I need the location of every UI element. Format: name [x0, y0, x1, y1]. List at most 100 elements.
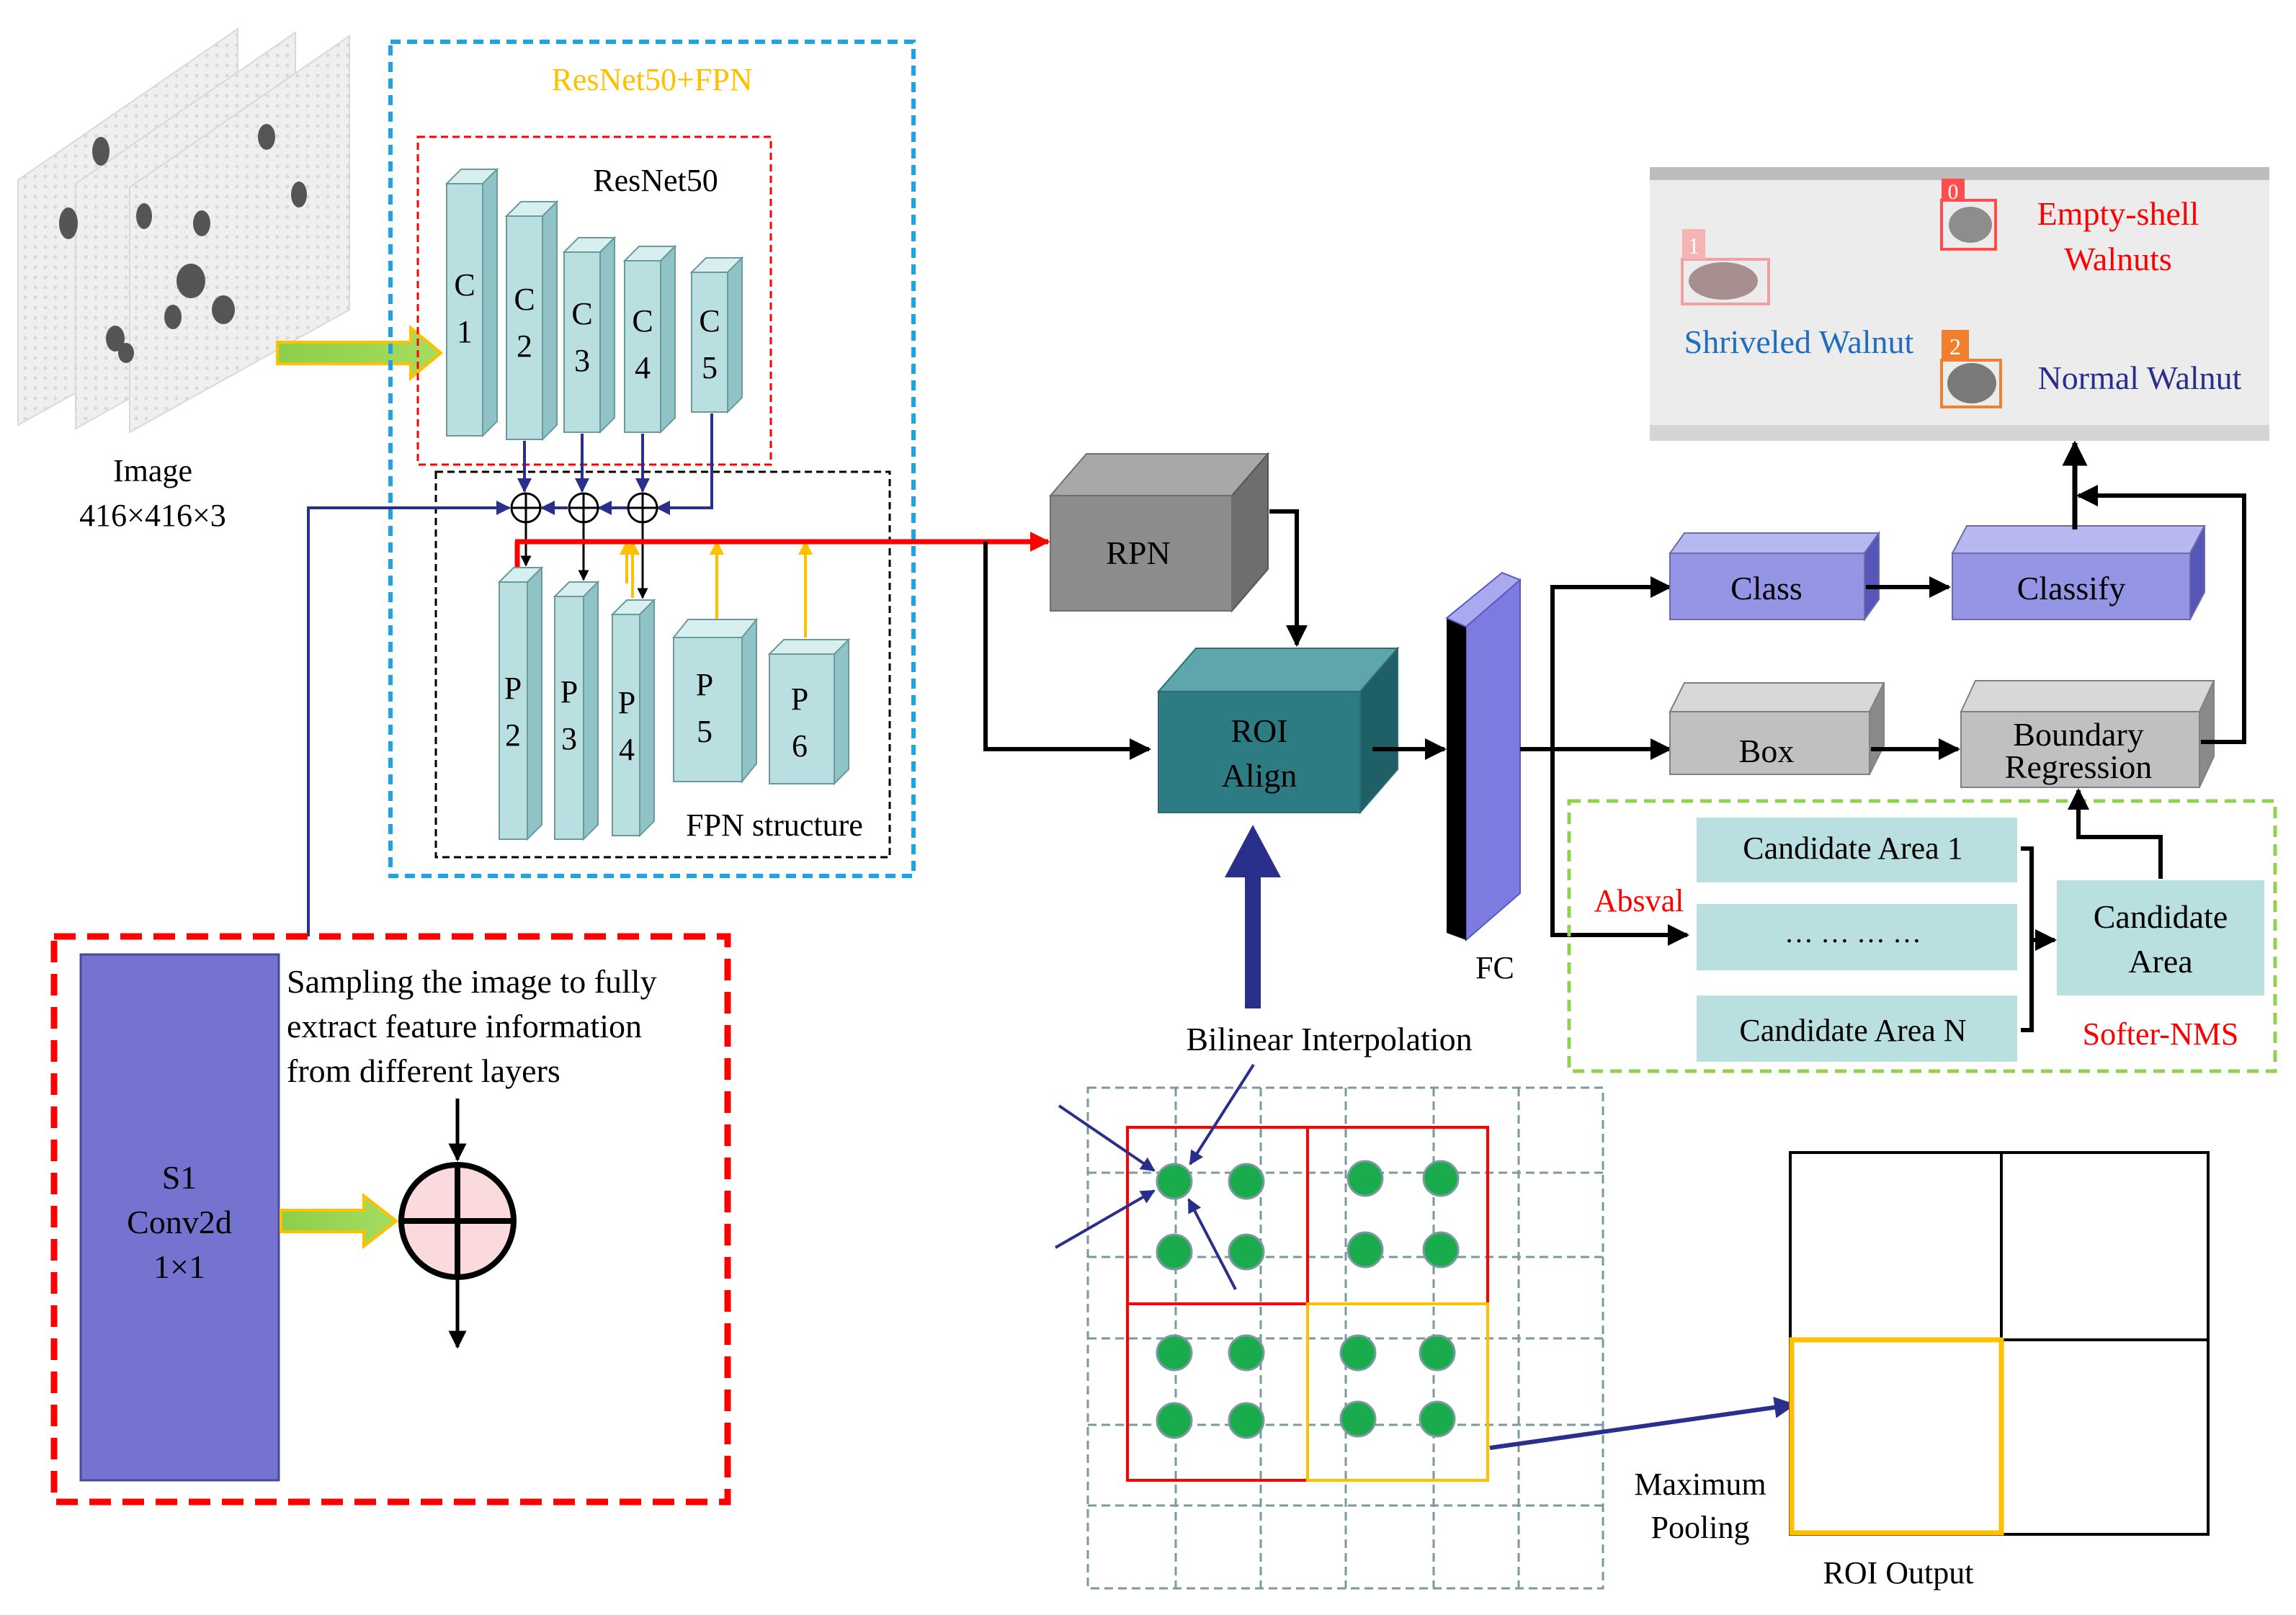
tag-normal: 2 — [1949, 334, 1961, 359]
merge-node-1 — [510, 492, 542, 524]
fc-block: FC — [1445, 571, 1522, 985]
c-to-merge-connectors — [307, 413, 713, 936]
conv2d-block: S1 Conv2d 1×1 — [79, 953, 280, 1482]
sampling-desc-line1: Sampling the image to fully — [287, 963, 657, 1000]
feature-to-roi-arrow — [983, 542, 1151, 760]
fpn-label: FPN structure — [686, 808, 863, 843]
c-layers: C 1 C 2 C 3 C 4 C 5 — [445, 167, 744, 442]
layer-p6: P 6 — [767, 638, 851, 786]
empty-shell-line2: Walnuts — [2064, 241, 2172, 277]
fc-output-arrows — [1520, 576, 1689, 946]
c3-index: 3 — [574, 343, 590, 378]
fc-label: FC — [1475, 950, 1514, 985]
pooling-line2: Pooling — [1651, 1510, 1750, 1545]
candidate-area-n: Candidate Area N — [1697, 996, 2017, 1062]
c4-index: 4 — [635, 350, 651, 385]
box-block: Box — [1669, 682, 1885, 775]
candidate-1-label: Candidate Area 1 — [1743, 831, 1962, 866]
fpn-frame — [434, 470, 891, 859]
normal-detection: 2 — [1940, 330, 2002, 408]
empty-shell-line1: Empty-shell — [2037, 195, 2199, 232]
layer-c2: C 2 — [504, 200, 559, 442]
c1-letter: C — [454, 267, 475, 303]
p-layers: P 2 P 3 P 4 P 5 P 6 — [497, 565, 851, 841]
conv-to-sum-arrow — [280, 1192, 399, 1250]
c5-letter: C — [699, 303, 720, 339]
merged-line1: Candidate — [2094, 898, 2228, 935]
c1-index: 1 — [457, 314, 473, 349]
layer-p3: P 3 — [553, 580, 600, 841]
roi-line2: Align — [1222, 757, 1297, 794]
input-caption-line1: Image — [113, 453, 192, 488]
merge-node-2 — [568, 492, 599, 524]
candidate-n-label: Candidate Area N — [1739, 1013, 1966, 1048]
candidate-area-1: Candidate Area 1 — [1697, 818, 2017, 882]
tag-shriveled: 1 — [1688, 233, 1699, 259]
resnet-fpn-title: ResNet50+FPN — [551, 62, 752, 97]
merge-node-3 — [627, 492, 658, 524]
nms-to-regression-arrow — [2068, 788, 2163, 879]
tag-empty: 0 — [1948, 180, 1959, 204]
candidate-area-dots: … … … … — [1697, 904, 2017, 970]
empty-shell-detection: 0 — [1940, 179, 1997, 251]
pooling-line1: Maximum — [1634, 1467, 1766, 1502]
classify-label: Classify — [2017, 570, 2126, 607]
sampling-desc-line3: from different layers — [287, 1052, 560, 1089]
layer-c4: C 4 — [622, 244, 677, 434]
sampling-desc-line2: extract feature information — [287, 1008, 642, 1044]
layer-p4: P 4 — [610, 598, 656, 838]
feature-to-rpn-line — [514, 532, 1050, 576]
resnet50-title: ResNet50 — [593, 163, 718, 198]
p-lateral-arrows — [620, 540, 813, 638]
conv-line1: S1 — [162, 1159, 197, 1196]
layer-p2: P 2 — [497, 565, 544, 841]
bilinear-grid — [1055, 1063, 1604, 1590]
regression-block: Boundary Regression — [1960, 680, 2215, 788]
bilinear-up-arrow — [1225, 825, 1281, 1008]
class-block: Class — [1669, 530, 1880, 622]
p6-index: 6 — [792, 728, 808, 764]
roi-output-grid — [1789, 1151, 2210, 1536]
candidate-merge-lines — [2021, 846, 2057, 1032]
roi-align-block: ROI Align — [1156, 646, 1400, 815]
p2-index: 2 — [505, 717, 521, 753]
absval-label: Absval — [1594, 883, 1684, 918]
layer-p5: P 5 — [671, 617, 759, 784]
sampling-frame — [50, 933, 731, 1506]
normal-label: Normal Walnut — [2038, 359, 2242, 396]
merged-candidate-area: Candidate Area — [2057, 880, 2264, 996]
input-caption-line2: 416×416×3 — [79, 498, 226, 533]
c2-letter: C — [514, 282, 535, 317]
p5-letter: P — [696, 667, 713, 702]
roi-line1: ROI — [1230, 712, 1287, 749]
conv-line2: Conv2d — [127, 1204, 232, 1240]
pooling-arrow — [1489, 1396, 1796, 1450]
regression-line2: Regression — [2005, 748, 2152, 785]
p4-letter: P — [618, 685, 635, 720]
regression-line1: Boundary — [2013, 716, 2143, 753]
merged-line2: Area — [2128, 943, 2192, 980]
layer-c3: C 3 — [562, 236, 617, 434]
conv-line3: 1×1 — [153, 1248, 205, 1285]
p6-letter: P — [791, 681, 808, 717]
shriveled-label: Shriveled Walnut — [1684, 323, 1914, 360]
sum-node — [398, 1099, 517, 1349]
nms-method-label: Softer-NMS — [2083, 1016, 2239, 1052]
regression-feedback-arrow — [2076, 485, 2246, 744]
result-image: 0 1 2 Empty-shell Walnuts Shriveled Waln… — [1650, 167, 2269, 441]
c5-index: 5 — [702, 350, 718, 385]
layer-c1: C 1 — [445, 167, 499, 438]
p3-letter: P — [560, 674, 578, 710]
bilinear-label: Bilinear Interpolation — [1186, 1021, 1472, 1057]
roi-output-label: ROI Output — [1823, 1555, 1974, 1591]
p4-index: 4 — [619, 732, 635, 767]
p2-letter: P — [504, 671, 522, 706]
shriveled-detection: 1 — [1681, 229, 1770, 305]
merge-nodes — [510, 492, 658, 524]
layer-c5: C 5 — [689, 256, 744, 414]
class-label: Class — [1730, 570, 1803, 607]
nms-frame — [1567, 799, 2277, 1073]
c2-index: 2 — [517, 328, 532, 364]
input-image-stack — [17, 27, 350, 434]
